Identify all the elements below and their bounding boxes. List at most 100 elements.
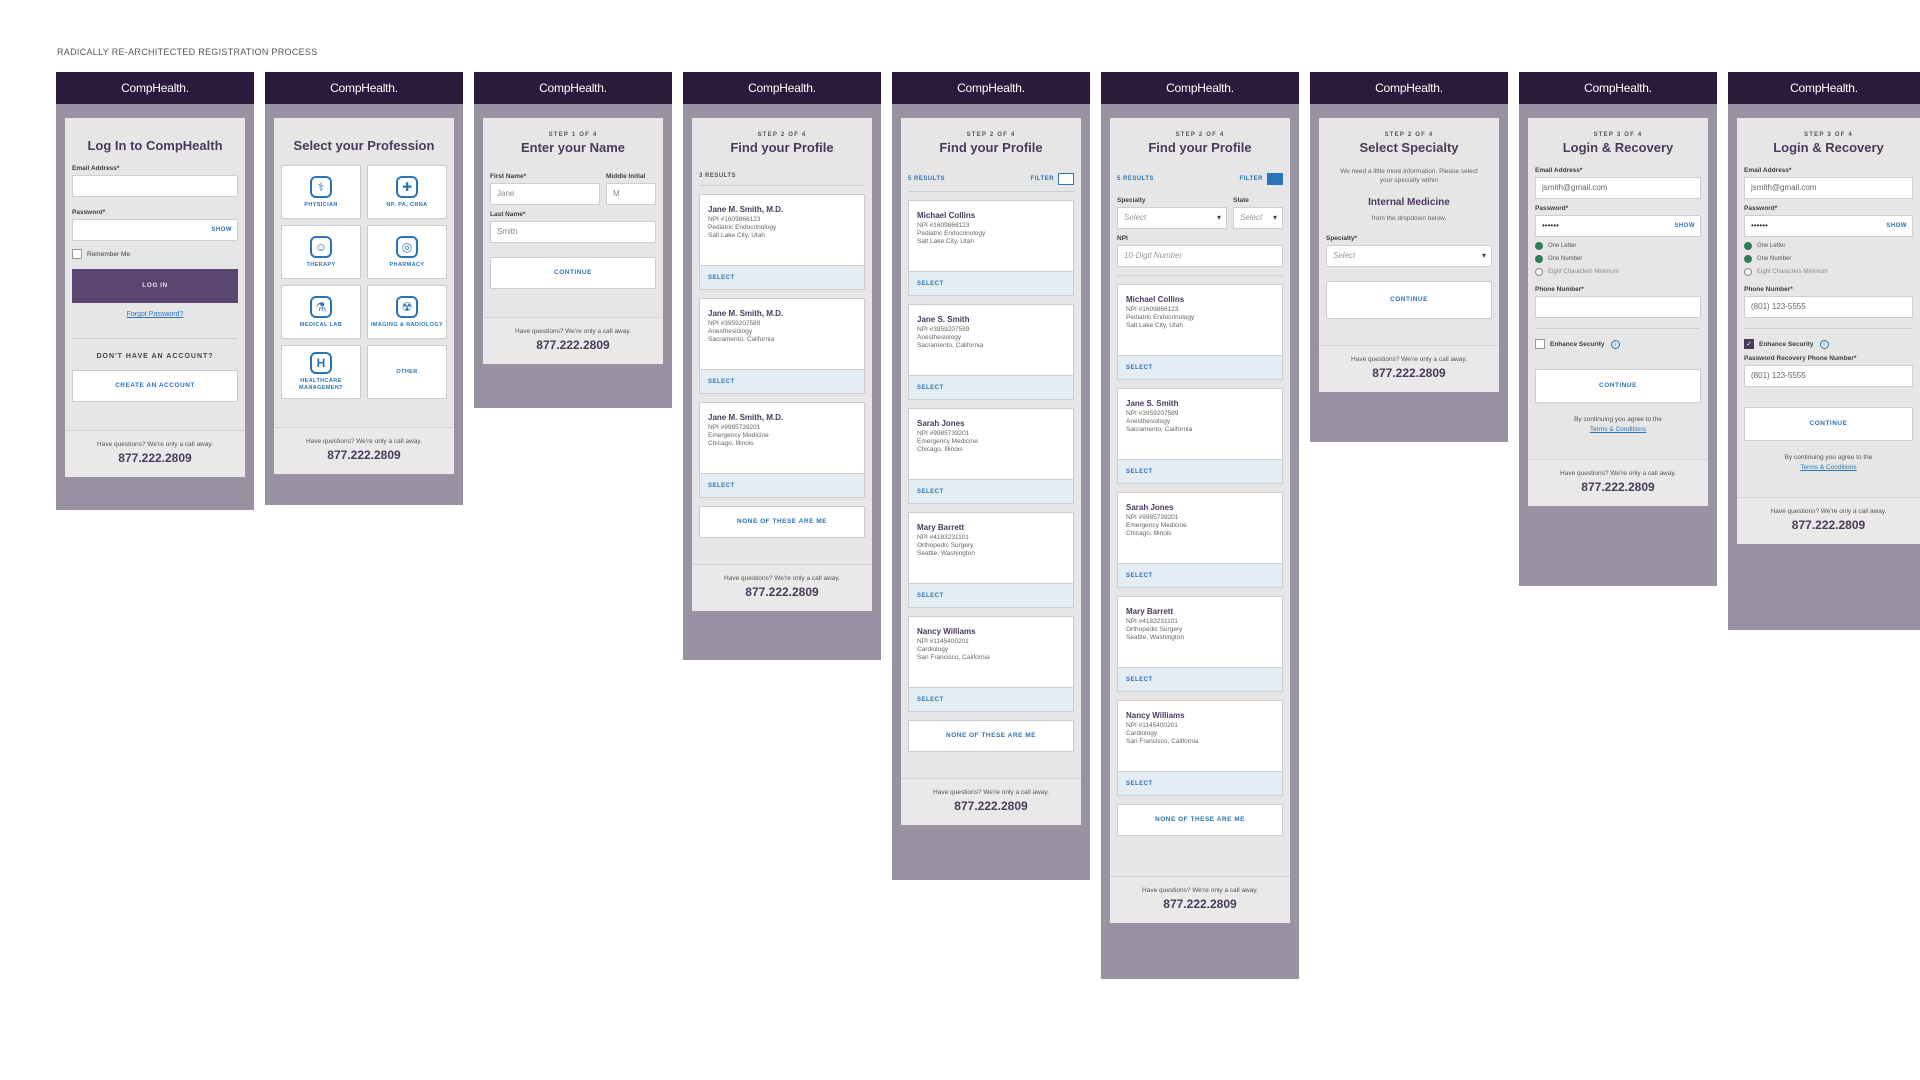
none-of-these-button[interactable]: NONE OF THESE ARE ME xyxy=(699,506,865,538)
profession-grid: ⚕PHYSICIAN ✚NP, PA, CRNA ☺THERAPY ◎PHARM… xyxy=(281,165,447,399)
middle-initial-input[interactable]: M xyxy=(606,183,656,205)
recovery-phone-input[interactable]: (801) 123-5555 xyxy=(1744,365,1913,387)
none-of-these-button[interactable]: NONE OF THESE ARE ME xyxy=(908,720,1074,752)
help-footer: Have questions? We're only a call away. … xyxy=(1319,345,1499,392)
help-phone[interactable]: 877.222.2809 xyxy=(1791,518,1866,532)
select-button[interactable]: SELECT xyxy=(909,271,1073,295)
help-text: Have questions? We're only a call away. xyxy=(515,328,631,335)
none-of-these-button[interactable]: NONE OF THESE ARE ME xyxy=(1117,804,1283,836)
help-phone[interactable]: 877.222.2809 xyxy=(118,451,192,465)
select-button[interactable]: SELECT xyxy=(1118,563,1282,587)
select-button[interactable]: SELECT xyxy=(909,583,1073,607)
create-account-button[interactable]: CREATE AN ACCOUNT xyxy=(72,370,238,402)
specialty-select[interactable]: Select xyxy=(1326,245,1492,267)
forgot-password-link[interactable]: Forgot Password? xyxy=(126,311,184,318)
page-title: Select Specialty xyxy=(1359,140,1459,155)
login-button[interactable]: LOG IN xyxy=(72,269,238,303)
screen-login: CompHealth. Log In to CompHealth Email A… xyxy=(56,72,254,510)
help-phone[interactable]: 877.222.2809 xyxy=(536,338,610,352)
profession-pharmacy[interactable]: ◎PHARMACY xyxy=(367,225,447,279)
profession-therapy[interactable]: ☺THERAPY xyxy=(281,225,361,279)
select-button[interactable]: SELECT xyxy=(909,375,1073,399)
help-phone[interactable]: 877.222.2809 xyxy=(745,585,819,599)
select-button[interactable]: SELECT xyxy=(700,265,864,289)
step-indicator: STEP 2 OF 4 xyxy=(757,132,807,138)
state-select[interactable]: Select xyxy=(1233,207,1283,229)
checkbox-icon xyxy=(72,249,82,259)
profession-other[interactable]: OTHER xyxy=(367,345,447,399)
email-label: Email Address* xyxy=(72,165,120,172)
email-input[interactable] xyxy=(72,175,238,197)
email-input[interactable]: jsmith@gmail.com xyxy=(1535,177,1701,199)
help-phone[interactable]: 877.222.2809 xyxy=(1163,897,1237,911)
profession-np-pa-crna[interactable]: ✚NP, PA, CRNA xyxy=(367,165,447,219)
phone-input[interactable] xyxy=(1535,296,1701,318)
brand-logo: CompHealth. xyxy=(56,72,254,104)
remember-me-checkbox[interactable]: Remember Me xyxy=(72,249,238,259)
select-button[interactable]: SELECT xyxy=(909,479,1073,503)
phone-input[interactable]: (801) 123-5555 xyxy=(1744,296,1913,318)
no-account-heading: DON'T HAVE AN ACCOUNT? xyxy=(72,338,238,360)
help-text: Have questions? We're only a call away. xyxy=(1560,470,1676,477)
profession-physician[interactable]: ⚕PHYSICIAN xyxy=(281,165,361,219)
email-input[interactable]: jsmith@gmail.com xyxy=(1744,177,1913,199)
password-input[interactable]: ••••••SHOW xyxy=(1744,215,1913,237)
npi-input[interactable]: 10-Digit Number xyxy=(1117,245,1283,267)
page-title: Find your Profile xyxy=(1148,140,1252,155)
continue-button[interactable]: CONTINUE xyxy=(490,257,656,289)
continue-button[interactable]: CONTINUE xyxy=(1535,369,1701,403)
select-button[interactable]: SELECT xyxy=(700,473,864,497)
first-name-input[interactable]: Jane xyxy=(490,183,600,205)
profession-imaging-radiology[interactable]: ☢IMAGING & RADIOLOGY xyxy=(367,285,447,339)
select-button[interactable]: SELECT xyxy=(1118,355,1282,379)
screen-profession: CompHealth. Select your Profession ⚕PHYS… xyxy=(265,72,463,505)
filter-button[interactable]: FILTER xyxy=(1030,173,1074,185)
show-password-button[interactable]: SHOW xyxy=(211,227,232,233)
password-input[interactable]: SHOW xyxy=(72,219,238,241)
select-button[interactable]: SELECT xyxy=(1118,667,1282,691)
select-button[interactable]: SELECT xyxy=(909,687,1073,711)
show-password-button[interactable]: SHOW xyxy=(1674,223,1695,229)
help-phone[interactable]: 877.222.2809 xyxy=(1581,480,1655,494)
specialty-name: Internal Medicine xyxy=(1368,197,1450,208)
help-phone[interactable]: 877.222.2809 xyxy=(954,799,1028,813)
last-name-input[interactable]: Smith xyxy=(490,221,656,243)
hospital-icon: H xyxy=(310,352,332,374)
help-phone[interactable]: 877.222.2809 xyxy=(327,448,401,462)
select-button[interactable]: SELECT xyxy=(1118,771,1282,795)
terms-link[interactable]: Terms & Conditions xyxy=(1589,426,1647,433)
screen-find-profile-filter: CompHealth. STEP 2 OF 4 Find your Profil… xyxy=(1101,72,1299,979)
continue-button[interactable]: CONTINUE xyxy=(1744,407,1913,441)
select-button[interactable]: SELECT xyxy=(700,369,864,393)
profession-medical-lab[interactable]: ⚗MEDICAL LAB xyxy=(281,285,361,339)
continue-button[interactable]: CONTINUE xyxy=(1326,281,1492,319)
requirement-length: Eight Characters Minimum xyxy=(1535,268,1701,276)
specialty-select[interactable]: Select xyxy=(1117,207,1227,229)
screen-select-specialty: CompHealth. STEP 2 OF 4 Select Specialty… xyxy=(1310,72,1508,442)
password-input[interactable]: ••••••SHOW xyxy=(1535,215,1701,237)
terms-link[interactable]: Terms & Conditions xyxy=(1800,464,1857,471)
select-button[interactable]: SELECT xyxy=(1118,459,1282,483)
show-password-button[interactable]: SHOW xyxy=(1886,223,1907,229)
help-phone[interactable]: 877.222.2809 xyxy=(1372,366,1446,380)
filter-button[interactable]: FILTER xyxy=(1239,173,1283,185)
circle-icon xyxy=(1744,268,1752,276)
page-title: Login & Recovery xyxy=(1562,140,1674,155)
info-icon[interactable]: i xyxy=(1819,339,1829,349)
profession-card: Select your Profession ⚕PHYSICIAN ✚NP, P… xyxy=(274,118,454,474)
info-icon[interactable]: i xyxy=(1610,339,1620,349)
page-title: Find your Profile xyxy=(730,140,834,155)
stethoscope-icon: ⚕ xyxy=(310,175,332,198)
